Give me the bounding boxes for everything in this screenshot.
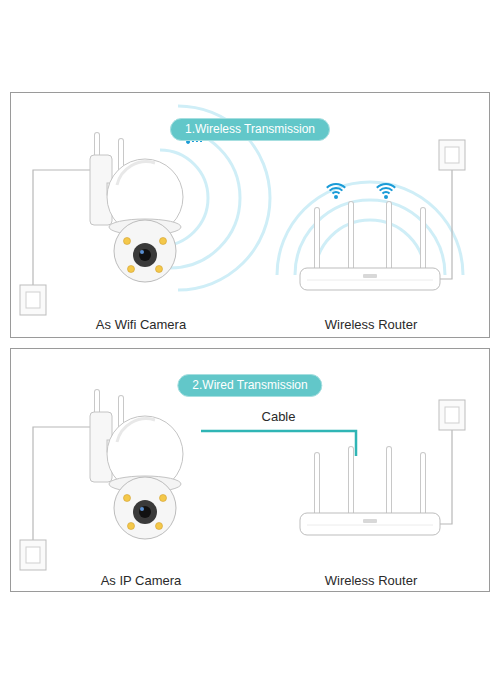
device-node: Wireless Router xyxy=(281,456,461,589)
edge-label: Cable xyxy=(262,409,296,424)
device-node: As IP Camera xyxy=(81,386,201,589)
panel-heading: 2.Wired Transmission xyxy=(177,374,322,397)
wall-socket xyxy=(20,285,46,315)
wall-socket xyxy=(439,140,465,170)
router-illustration xyxy=(300,449,440,535)
wall-socket xyxy=(20,540,46,570)
device-node: As Wifi Camera xyxy=(81,131,201,333)
device-caption: Wireless Router xyxy=(325,317,417,333)
panel-heading: 1.Wireless Transmission xyxy=(170,118,330,141)
wifi-symbol xyxy=(327,184,345,199)
device-caption: Wireless Router xyxy=(325,573,417,589)
device-node: Wireless Router xyxy=(281,196,461,333)
device-caption: As IP Camera xyxy=(101,573,182,589)
wifi-symbol xyxy=(377,184,395,199)
transmission-panel: 2.Wired Transmission As IP Camera Wireless… xyxy=(10,348,490,592)
camera-illustration xyxy=(90,135,183,282)
router-illustration xyxy=(300,204,440,290)
signal-waves xyxy=(160,106,463,290)
cable-connector xyxy=(201,431,356,456)
wall-socket xyxy=(439,400,465,430)
transmission-panel: 1.Wireless Transmission As Wifi Camera Wir… xyxy=(10,92,490,338)
device-caption: As Wifi Camera xyxy=(96,317,186,333)
camera-illustration xyxy=(90,392,183,539)
